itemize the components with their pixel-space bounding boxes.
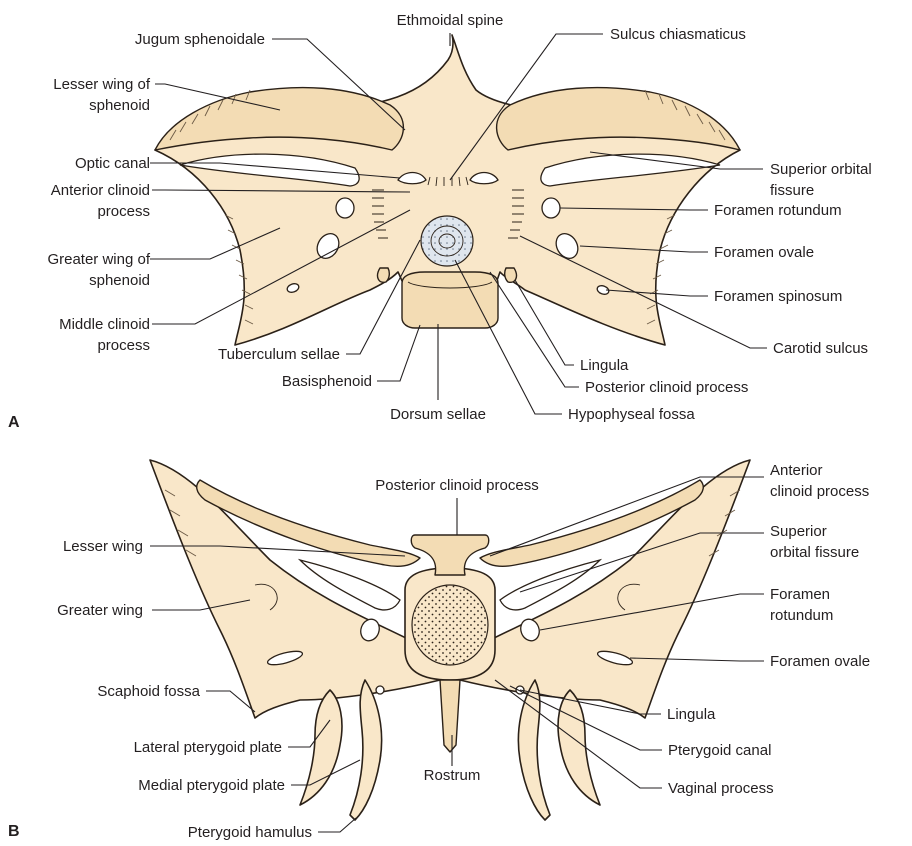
label-basisphenoid: Basisphenoid <box>282 373 372 390</box>
label-foramen-rotundum-b-line1: Foramen <box>770 586 830 603</box>
panel-b-rostrum <box>440 680 460 752</box>
label-posterior-clinoid-b: Posterior clinoid process <box>375 477 538 494</box>
label-pterygoid-hamulus: Pterygoid hamulus <box>188 824 312 841</box>
panel-b-lateral-pterygoid-right <box>558 690 600 805</box>
label-lingula-a: Lingula <box>580 357 629 374</box>
label-ethmoidal-spine: Ethmoidal spine <box>397 12 504 29</box>
label-lesser-wing-line2: sphenoid <box>89 97 150 114</box>
label-greater-wing-line2: sphenoid <box>89 272 150 289</box>
label-anterior-clinoid-b-line2: clinoid process <box>770 483 869 500</box>
label-middle-clinoid-line2: process <box>97 337 150 354</box>
label-hypophyseal-fossa: Hypophyseal fossa <box>568 406 695 423</box>
label-tuberculum-sellae: Tuberculum sellae <box>218 346 340 363</box>
panel-a-foramen-rotundum-right <box>542 198 560 218</box>
panel-b-greater-wing-right <box>460 460 750 718</box>
panel-a-lingula-left <box>378 268 390 282</box>
label-foramen-ovale-b: Foramen ovale <box>770 653 870 670</box>
panel-a-letter: A <box>8 414 20 431</box>
label-anterior-clinoid-line1: Anterior clinoid <box>51 182 150 199</box>
label-foramen-rotundum: Foramen rotundum <box>714 202 842 219</box>
label-greater-wing-line1: Greater wing of <box>47 251 150 268</box>
label-medial-pterygoid-plate: Medial pterygoid plate <box>138 777 285 794</box>
label-superior-orbital-fissure-line1: Superior orbital <box>770 161 872 178</box>
label-greater-wing-b: Greater wing <box>57 602 143 619</box>
label-anterior-clinoid-line2: process <box>97 203 150 220</box>
label-sulcus-chiasmaticus: Sulcus chiasmaticus <box>610 26 746 43</box>
label-lateral-pterygoid-plate: Lateral pterygoid plate <box>134 739 282 756</box>
label-optic-canal: Optic canal <box>75 155 150 172</box>
label-foramen-rotundum-b-line2: rotundum <box>770 607 833 624</box>
panel-b-greater-wing-left <box>150 460 440 718</box>
label-rostrum: Rostrum <box>424 767 481 784</box>
label-vaginal-process: Vaginal process <box>668 780 774 797</box>
label-superior-orbital-fissure-b-line2: orbital fissure <box>770 544 859 561</box>
panel-b-sphenoid-body-face <box>412 585 488 665</box>
label-foramen-spinosum: Foramen spinosum <box>714 288 842 305</box>
label-carotid-sulcus: Carotid sulcus <box>773 340 868 357</box>
label-superior-orbital-fissure-line2: fissure <box>770 182 814 199</box>
label-foramen-ovale: Foramen ovale <box>714 244 814 261</box>
label-anterior-clinoid-b-line1: Anterior <box>770 462 823 479</box>
label-pterygoid-canal: Pterygoid canal <box>668 742 771 759</box>
panel-b-illustration <box>150 460 750 820</box>
panel-a-hypophyseal-fossa <box>421 216 473 266</box>
panel-a-foramen-rotundum-left <box>336 198 354 218</box>
label-dorsum-sellae: Dorsum sellae <box>390 406 486 423</box>
label-lesser-wing-b: Lesser wing <box>63 538 143 555</box>
panel-b-medial-pterygoid-left <box>350 680 382 820</box>
label-lingula-b: Lingula <box>667 706 716 723</box>
label-middle-clinoid-line1: Middle clinoid <box>59 316 150 333</box>
label-lesser-wing-line1: Lesser wing of <box>53 76 151 93</box>
label-superior-orbital-fissure-b-line1: Superior <box>770 523 827 540</box>
panel-a-dorsum-sellae <box>402 272 498 328</box>
label-scaphoid-fossa: Scaphoid fossa <box>97 683 200 700</box>
panel-a-lingula-right <box>505 268 517 282</box>
panel-b-letter: B <box>8 823 20 840</box>
label-posterior-clinoid-a: Posterior clinoid process <box>585 379 748 396</box>
label-jugum-sphenoidale: Jugum sphenoidale <box>135 31 265 48</box>
panel-b-pterygoid-canal-left <box>376 686 384 694</box>
panel-b-dorsum-sellae <box>411 535 489 575</box>
